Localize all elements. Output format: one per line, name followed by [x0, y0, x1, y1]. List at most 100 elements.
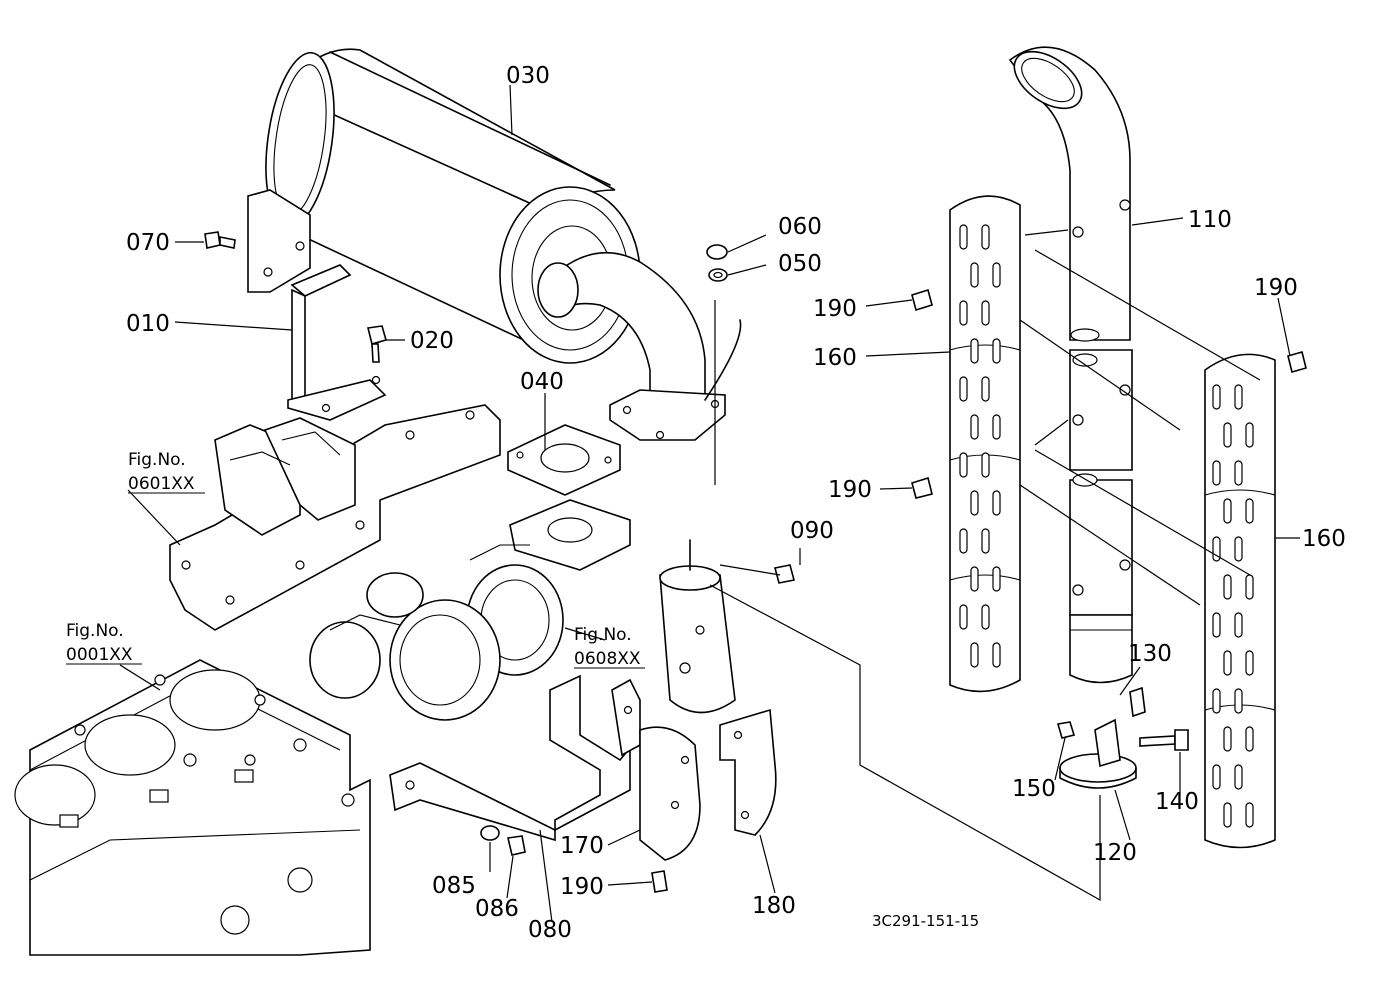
guard-slot	[1234, 460, 1243, 486]
label-190-left-lower: 190	[828, 477, 872, 503]
label-085: 085	[432, 873, 476, 899]
guard-slot	[981, 528, 990, 554]
guard-slot	[992, 414, 1001, 440]
part-labels: 030 070 010 020 040 060 050 090 085 086 …	[126, 63, 1346, 943]
guard-slot	[992, 642, 1001, 668]
guard-slot	[970, 262, 979, 288]
guard-slot	[1212, 460, 1221, 486]
guard-slot	[981, 604, 990, 630]
ref-engine-line2: 0001XX	[66, 645, 133, 665]
ref-turbo-line2: 0608XX	[574, 649, 641, 669]
guard-slot	[981, 224, 990, 250]
heat-shield-180	[719, 708, 777, 836]
label-080: 080	[528, 917, 572, 943]
guard-slot	[1234, 764, 1243, 790]
label-030: 030	[506, 63, 550, 89]
label-060: 060	[778, 214, 822, 240]
guard-slot	[1223, 498, 1232, 524]
label-090: 090	[790, 518, 834, 544]
guard-slot	[1234, 384, 1243, 410]
bolt-020	[367, 325, 387, 363]
bolt-190-bottom	[651, 870, 668, 893]
leader-lines	[119, 84, 1300, 923]
label-180: 180	[752, 893, 796, 919]
extension-pipe	[659, 319, 742, 714]
guard-slot	[959, 376, 968, 402]
guard-slot	[992, 262, 1001, 288]
washer-050	[708, 268, 728, 282]
engine-block	[14, 659, 371, 956]
guard-slot	[1245, 650, 1254, 676]
bolt-070	[204, 231, 236, 249]
bolt-086	[507, 835, 526, 856]
muffler-bracket	[247, 189, 387, 421]
label-160-left: 160	[813, 345, 857, 371]
turbocharger	[309, 499, 631, 721]
label-170: 170	[560, 833, 604, 859]
drawing-code: 3C291-151-15	[872, 912, 979, 930]
guard-slot	[959, 604, 968, 630]
guard-slot	[981, 300, 990, 326]
ref-turbo-line1: Fig.No.	[574, 625, 632, 645]
label-140: 140	[1155, 789, 1199, 815]
guard-left	[949, 195, 1021, 693]
exhaust-manifold	[169, 404, 501, 631]
tail-pipe	[1008, 46, 1133, 684]
nut-060	[706, 244, 728, 260]
guard-slot	[959, 300, 968, 326]
guard-slot	[1212, 612, 1221, 638]
muffler	[265, 48, 726, 441]
guard-slot	[1245, 574, 1254, 600]
label-050: 050	[778, 251, 822, 277]
guard-slot	[1223, 422, 1232, 448]
label-190-right: 190	[1254, 275, 1298, 301]
guard-slot	[1212, 688, 1221, 714]
guard-slot	[1245, 726, 1254, 752]
heat-shield-170	[639, 726, 701, 861]
label-150: 150	[1012, 776, 1056, 802]
guard-slot	[1245, 422, 1254, 448]
figure-references: Fig.No. 0601XX Fig.No. 0001XX Fig.No. 06…	[66, 450, 645, 669]
guard-slot	[992, 566, 1001, 592]
ref-manifold-line1: Fig.No.	[128, 450, 186, 470]
guard-right	[1204, 353, 1276, 849]
nut-150	[1056, 721, 1076, 739]
guard-slot	[959, 452, 968, 478]
label-070: 070	[126, 230, 170, 256]
guard-slot	[970, 338, 979, 364]
guard-slot	[1223, 574, 1232, 600]
guard-slot	[1223, 650, 1232, 676]
guard-slot	[970, 414, 979, 440]
guard-slot	[1234, 612, 1243, 638]
ref-manifold-line2: 0601XX	[128, 474, 195, 494]
ref-engine-line1: Fig.No.	[66, 621, 124, 641]
label-020: 020	[410, 328, 454, 354]
bolt-190-right	[1287, 351, 1307, 373]
guard-slot	[1245, 802, 1254, 828]
bolt-090	[774, 564, 795, 584]
label-130: 130	[1128, 641, 1172, 667]
label-190-left-upper: 190	[813, 296, 857, 322]
label-040: 040	[520, 369, 564, 395]
label-110: 110	[1188, 207, 1232, 233]
guard-slot	[1212, 764, 1221, 790]
bolt-190-left-upper	[911, 288, 933, 312]
guard-slot	[970, 642, 979, 668]
guard-slot	[959, 224, 968, 250]
washer-085	[480, 825, 500, 841]
guard-slot	[1234, 536, 1243, 562]
guard-slot	[1212, 384, 1221, 410]
guard-slot	[970, 566, 979, 592]
guard-slot	[1245, 498, 1254, 524]
guard-slot	[1234, 688, 1243, 714]
stay-bracket	[389, 674, 641, 842]
clamp	[1059, 686, 1146, 789]
bolt-190-left-lower	[911, 476, 933, 499]
label-010: 010	[126, 311, 170, 337]
guard-slot	[992, 490, 1001, 516]
guard-slot	[1223, 802, 1232, 828]
label-190-bottom: 190	[560, 874, 604, 900]
guard-slot	[1223, 726, 1232, 752]
guard-slot	[981, 376, 990, 402]
